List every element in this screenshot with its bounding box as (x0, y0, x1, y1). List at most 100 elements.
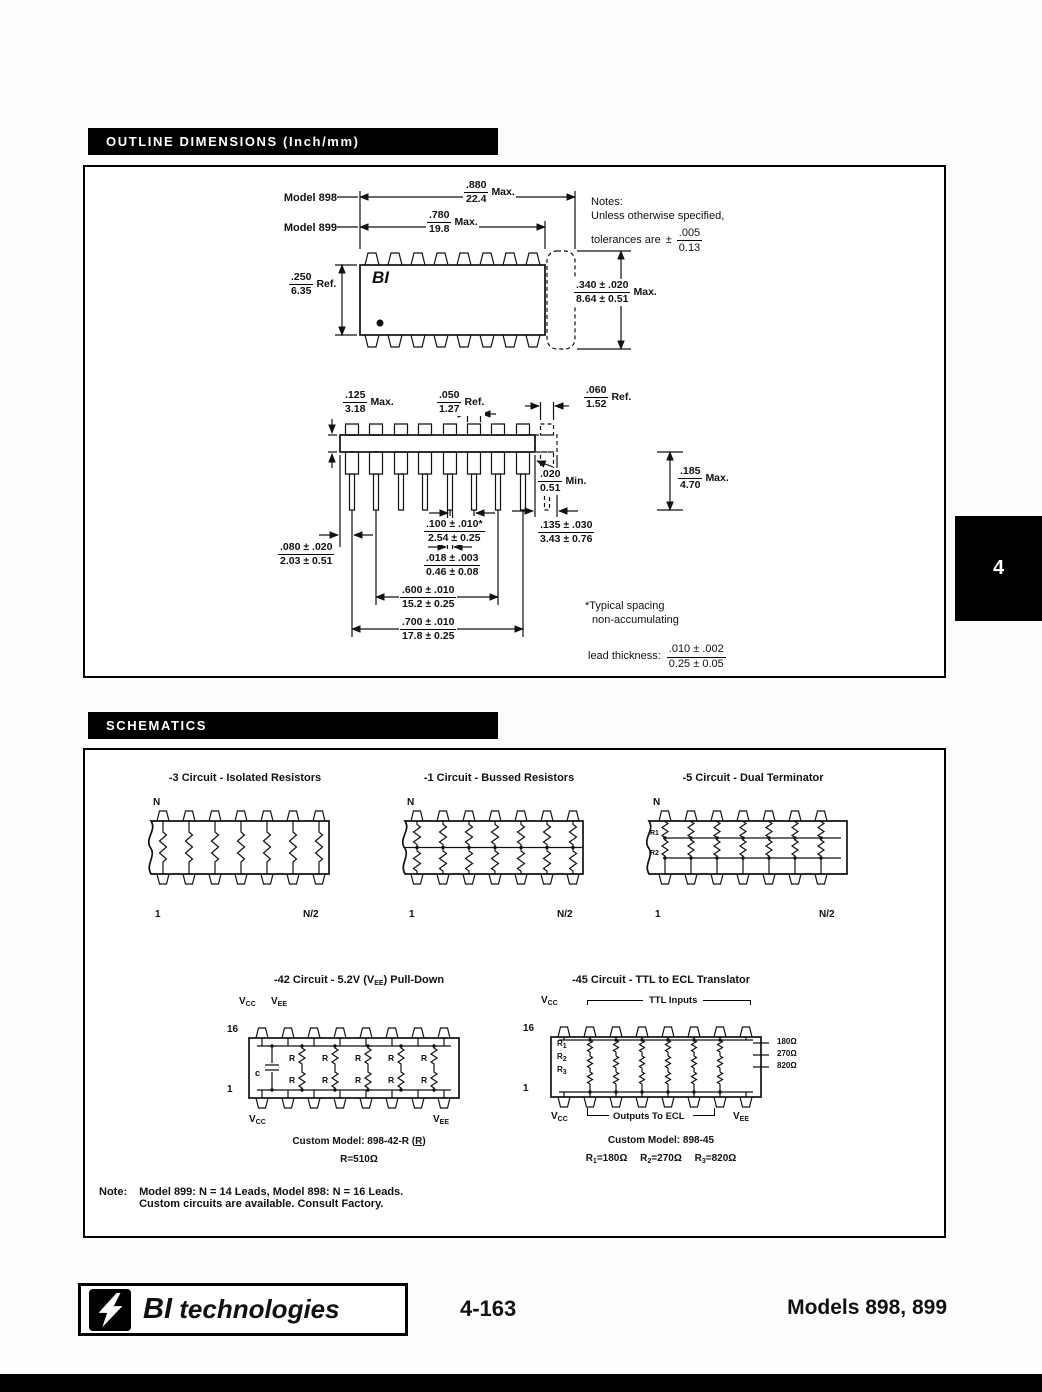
schematic-42-pulldown: -42 Circuit - 5.2V (VEE) Pull-Down VCC V… (227, 974, 485, 1183)
pin-1-label: 1 (409, 909, 415, 920)
vee-bottom-label: VEE (433, 1114, 450, 1127)
pin-1-label: 1 (227, 1084, 233, 1095)
r1-label: R1 (557, 1039, 567, 1051)
schematic-42-title: -42 Circuit - 5.2V (VEE) Pull-Down (273, 974, 445, 987)
ohm-270-label: 270Ω (777, 1049, 797, 1058)
typical-spacing-note: *Typical spacing non-accumulating (585, 599, 679, 628)
schematic-45-translator: -45 Circuit - TTL to ECL Translator VCC … (521, 974, 821, 1182)
schematics-panel: -3 Circuit - Isolated Resistors N 1 N/2 … (83, 748, 946, 1238)
vcc-bottom-label: VCC (551, 1111, 568, 1124)
section-side-tab: 4 (955, 516, 1042, 621)
page-number: 4-163 (460, 1296, 517, 1321)
side-view-dimension-lines (319, 402, 683, 637)
outline-drawing (319, 191, 683, 637)
pin-16-label: 16 (227, 1024, 239, 1035)
notes-title: Notes: (591, 196, 623, 208)
ohm-180-label: 180Ω (777, 1037, 797, 1046)
footer-logo-box: BI technologies (78, 1283, 408, 1336)
svg-text:R: R (421, 1053, 427, 1063)
r3-label: R3 (557, 1065, 567, 1077)
dim-100: .100 ± .010*2.54 ± 0.25 (423, 518, 486, 546)
schematic-1-drawing (402, 810, 584, 885)
schematics-section-header: SCHEMATICS (88, 712, 498, 739)
dip-top-view (359, 250, 576, 350)
svg-text:R: R (289, 1053, 295, 1063)
notes-line1: Unless otherwise specified, (591, 210, 725, 223)
model-899-label: Model 899 (283, 222, 337, 234)
outputs-bracket-right (693, 1108, 715, 1116)
pin-1-label: 1 (155, 909, 161, 920)
pin-1-label: 1 (523, 1083, 529, 1094)
schematic-3-isolated: -3 Circuit - Isolated Resistors N 1 N/2 (137, 772, 353, 926)
schematics-note: Note: Model 899: N = 14 Leads, Model 898… (99, 1186, 403, 1210)
vcc-top-label: VCC (239, 996, 256, 1009)
cap-label: c (255, 1068, 260, 1078)
pin-n2-label: N/2 (557, 909, 573, 920)
pin-n2-label: N/2 (303, 909, 319, 920)
schematic-45-drawing (550, 1026, 769, 1108)
r1-rail-label: R1 (650, 830, 659, 837)
ttl-bracket-right (703, 1000, 751, 1005)
dip-side-view (339, 423, 558, 511)
footer-rule (0, 1374, 1042, 1392)
schematic-5-title: -5 Circuit - Dual Terminator (682, 772, 824, 784)
pin-n-label: N (653, 797, 661, 808)
vee-bottom-label: VEE (733, 1111, 750, 1124)
ttl-inputs-label: TTL Inputs (649, 995, 698, 1006)
typical-line1: *Typical spacing (585, 600, 665, 612)
custom-model-42: Custom Model: 898-42-R (R) (292, 1136, 426, 1147)
vcc-top-label: VCC (541, 995, 558, 1008)
pin-1-label: 1 (655, 909, 661, 920)
pin-n-label: N (407, 797, 415, 808)
ttl-bracket-left (587, 1000, 643, 1005)
vee-top-label: VEE (271, 996, 288, 1009)
r-values-45: R1=180Ω R2=270Ω R3=820Ω (585, 1153, 737, 1166)
footer-models: Models 898, 899 (787, 1296, 947, 1319)
schematic-3-drawing (148, 810, 330, 885)
pin-16-label: 16 (523, 1023, 535, 1034)
custom-model-45: Custom Model: 898-45 (607, 1135, 715, 1146)
schematic-5-drawing: R1 R2 (646, 810, 848, 885)
svg-text:R: R (388, 1075, 394, 1085)
svg-text:R: R (355, 1053, 361, 1063)
r2-rail-label: R2 (650, 850, 659, 857)
svg-text:R: R (322, 1053, 328, 1063)
notes-line2: tolerances are (591, 234, 661, 247)
model-898-label: Model 898 (283, 192, 337, 204)
bi-logo-icon (89, 1288, 131, 1331)
outline-section-header: OUTLINE DIMENSIONS (Inch/mm) (88, 128, 498, 155)
pin-n-label: N (153, 797, 161, 808)
svg-text:R: R (388, 1053, 394, 1063)
typical-line2: non-accumulating (592, 614, 679, 627)
r-value-42: R=510Ω (340, 1154, 378, 1165)
schematic-3-title: -3 Circuit - Isolated Resistors (168, 772, 322, 784)
ohm-820-label: 820Ω (777, 1061, 797, 1070)
pin-n2-label: N/2 (819, 909, 835, 920)
side-tab-number: 4 (992, 557, 1005, 579)
note-line1: Model 899: N = 14 Leads, Model 898: N = … (139, 1186, 404, 1198)
outline-section-title: OUTLINE DIMENSIONS (Inch/mm) (106, 134, 360, 149)
r2-label: R2 (557, 1052, 567, 1064)
schematic-1-title: -1 Circuit - Bussed Resistors (423, 772, 575, 784)
note-label: Note: (99, 1186, 128, 1198)
schematic-5-dual-terminator: -5 Circuit - Dual Terminator N R1 R2 1 (635, 772, 871, 926)
svg-text:R: R (421, 1075, 427, 1085)
package-logo-text: BI (372, 268, 389, 287)
